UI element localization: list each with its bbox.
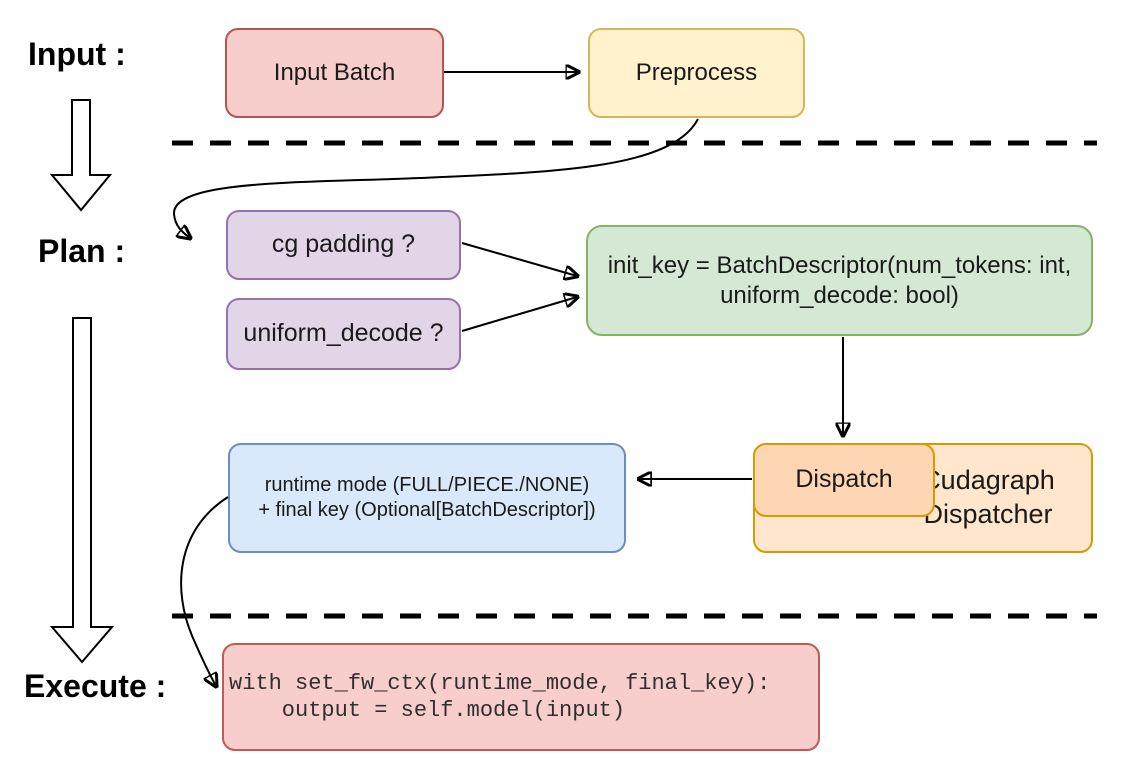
input-batch-label: Input Batch	[273, 59, 396, 86]
execute-phase-label: Execute :	[24, 668, 167, 704]
runtime-result-line1: runtime mode (FULL/PIECE./NONE)	[264, 474, 590, 496]
dispatch-label: Dispatch	[795, 465, 893, 494]
arrow-uniformdecode-to-initkey	[461, 297, 577, 332]
execute-code-line2: output = self.model(input)	[229, 698, 626, 723]
input-phase-label: Input :	[28, 36, 126, 72]
input-phase-arrow	[49, 99, 113, 212]
uniform-decode-label: uniform_decode ?	[243, 319, 444, 348]
cg-padding-node: cg padding ?	[226, 210, 461, 280]
plan-phase-label: Plan :	[38, 233, 126, 269]
preprocess-label: Preprocess	[635, 59, 758, 86]
init-key-line1: init_key = BatchDescriptor(num_tokens: i…	[607, 251, 1072, 279]
input-batch-node: Input Batch	[225, 28, 444, 118]
plan-phase-arrow	[49, 317, 115, 664]
cg-padding-label: cg padding ?	[271, 230, 416, 259]
runtime-result-node: runtime mode (FULL/PIECE./NONE) + final …	[228, 443, 626, 553]
preprocess-node: Preprocess	[588, 28, 805, 118]
execute-code-line1: with set_fw_ctx(runtime_mode, final_key)…	[229, 671, 771, 696]
init-key-line2: uniform_decode: bool)	[720, 281, 959, 309]
execute-code-node: with set_fw_ctx(runtime_mode, final_key)…	[222, 643, 820, 751]
dispatch-node: Dispatch	[753, 443, 935, 517]
cudagraph-dispatcher-label: Cudagraph Dispatcher	[921, 465, 1055, 529]
runtime-result-line2: + final key (Optional[BatchDescriptor])	[258, 499, 596, 521]
arrow-runtime-to-executecode	[180, 496, 229, 686]
init-key-node: init_key = BatchDescriptor(num_tokens: i…	[586, 225, 1093, 336]
uniform-decode-node: uniform_decode ?	[226, 298, 461, 370]
arrow-cgpadding-to-initkey	[461, 242, 577, 276]
